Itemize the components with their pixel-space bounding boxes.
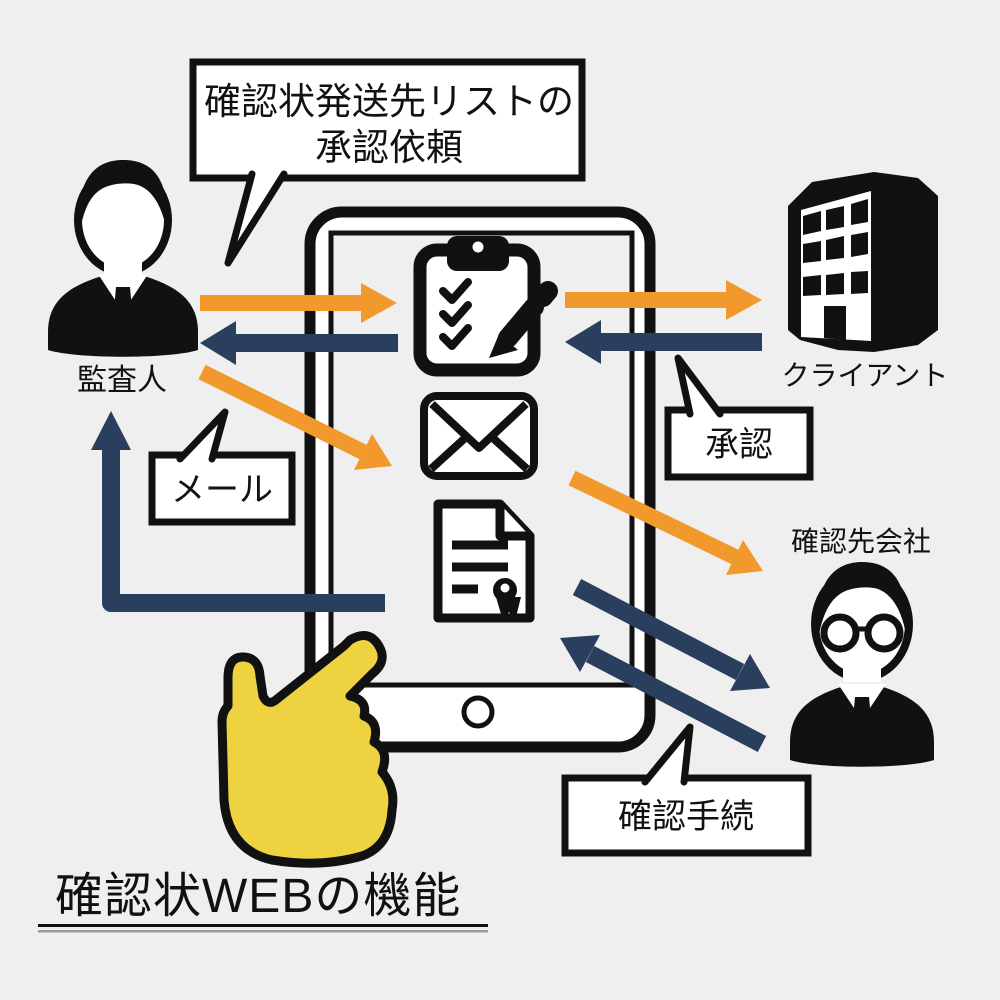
procedure-bubble-label: 確認手続 [618, 798, 754, 836]
mail-bubble-label: メール [171, 471, 273, 509]
speech-bubble-approval-request: 確認状発送先リストの 承認依頼 [189, 58, 586, 267]
title-underline-black [38, 924, 488, 927]
speech-bubble-approval: 承認 [664, 354, 814, 481]
approval-bubble-label: 承認 [705, 426, 773, 464]
arrow-auditor-to-tablet-orange [200, 283, 397, 323]
title-underline-gray [38, 930, 488, 933]
arrow-auditor-to-mail-orange [198, 364, 392, 470]
approval-request-line1: 確認状発送先リストの [204, 81, 574, 122]
arrow-company-to-document-navy [560, 635, 767, 752]
mail-envelope-icon [420, 392, 538, 480]
checklist-clipboard-icon [413, 236, 558, 377]
diagram-title: 確認状WEBの機能 [55, 870, 461, 923]
arrow-mail-to-company-orange [568, 470, 763, 575]
arrow-tablet-to-auditor-navy [200, 321, 398, 365]
client-label: クライアント [782, 360, 949, 391]
diagram-title-block: 確認状WEBの機能 [38, 870, 488, 933]
businessman-glasses-icon [790, 562, 934, 767]
auditor-label: 監査人 [77, 364, 167, 397]
company-label: 確認先会社 [791, 526, 931, 557]
office-building-icon [788, 172, 938, 352]
arrow-client-to-tablet-navy [565, 320, 762, 364]
speech-bubble-procedure: 確認手続 [561, 723, 812, 857]
auditor-icon [48, 160, 198, 357]
home-button[interactable] [461, 695, 495, 729]
pointing-hand-icon[interactable] [217, 631, 398, 868]
speech-bubble-mail: メール [148, 408, 296, 526]
arrow-tablet-to-client-orange [565, 280, 762, 320]
arrow-tablet-to-company-navy [572, 579, 770, 691]
certificate-document-icon [433, 499, 535, 623]
arrow-document-to-auditor-navy [91, 411, 385, 612]
approval-request-line2: 承認依頼 [315, 127, 463, 168]
